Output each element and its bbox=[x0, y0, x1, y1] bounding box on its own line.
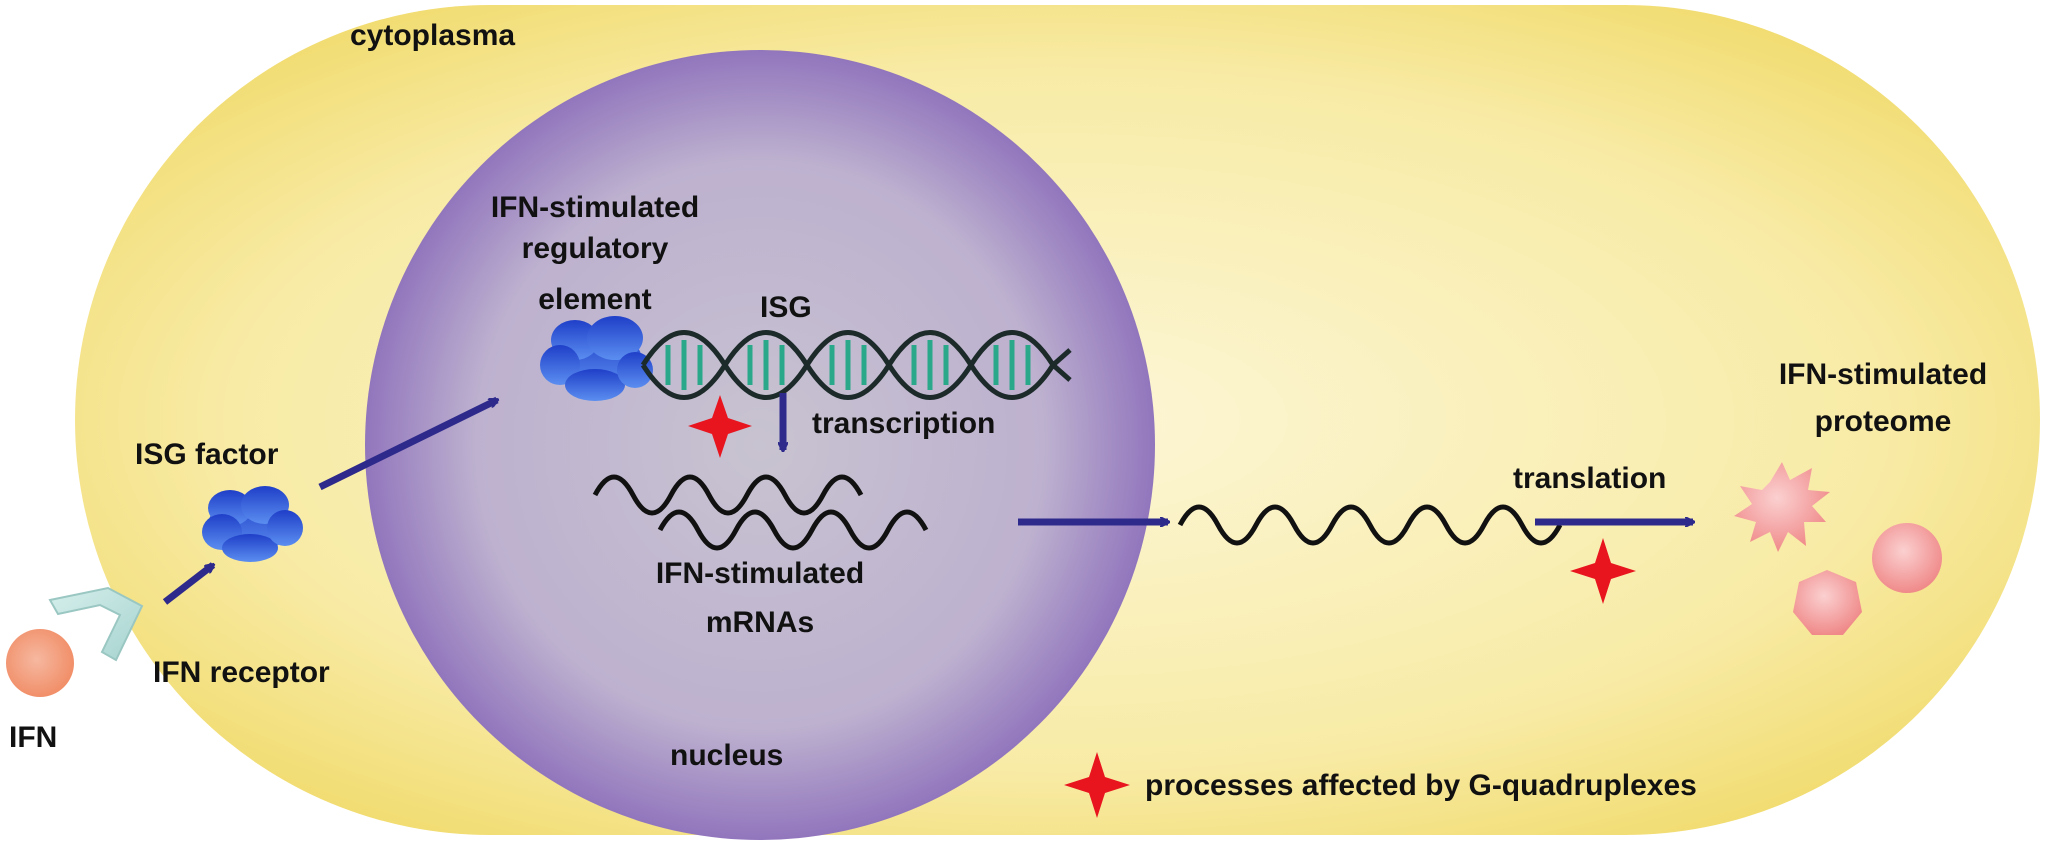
ifn-receptor-label: IFN receptor bbox=[153, 656, 330, 689]
cytoplasmic-mrna bbox=[1177, 504, 1563, 546]
ifn-ligand-icon bbox=[6, 629, 74, 697]
legend-label: processes affected by G-quadruplexes bbox=[1145, 769, 1697, 802]
isg-factor-label: ISG factor bbox=[135, 438, 279, 471]
nucleus-label: nucleus bbox=[670, 739, 784, 772]
mrnas-label-line1: IFN-stimulated bbox=[655, 557, 865, 590]
translation-label: translation bbox=[1513, 462, 1667, 495]
mrna-wave-1 bbox=[592, 474, 864, 516]
g-quadruplex-star-icon-transcription bbox=[688, 395, 752, 458]
isg-factor-icon bbox=[202, 486, 303, 562]
isg-dna-icon bbox=[640, 330, 1072, 400]
activation-arrow bbox=[162, 562, 213, 605]
round-protein-icon bbox=[1872, 523, 1942, 593]
nucleus bbox=[365, 50, 1155, 840]
isre-label-line1: IFN-stimulated bbox=[490, 191, 700, 224]
ifn-receptor-icon bbox=[48, 586, 144, 662]
cytoplasm-label: cytoplasma bbox=[350, 19, 516, 52]
transcription-label: transcription bbox=[812, 407, 996, 440]
proteome-label-line2: proteome bbox=[1814, 405, 1952, 438]
isre-label-line3: element bbox=[538, 283, 652, 316]
legend-star-icon bbox=[1064, 752, 1130, 818]
isg-label: ISG bbox=[760, 291, 812, 324]
mrnas-label-line2: mRNAs bbox=[705, 606, 815, 639]
isre-label-line2: regulatory bbox=[521, 232, 669, 265]
proteome-label-line1: IFN-stimulated bbox=[1778, 358, 1988, 391]
spiky-protein-icon bbox=[1734, 462, 1830, 552]
g-quadruplex-star-icon-translation bbox=[1570, 538, 1636, 604]
mrna-wave-2 bbox=[657, 509, 929, 551]
ifn-label: IFN bbox=[9, 721, 58, 754]
heptagon-protein-icon bbox=[1793, 570, 1862, 635]
nuclear-import-arrow bbox=[318, 396, 497, 491]
